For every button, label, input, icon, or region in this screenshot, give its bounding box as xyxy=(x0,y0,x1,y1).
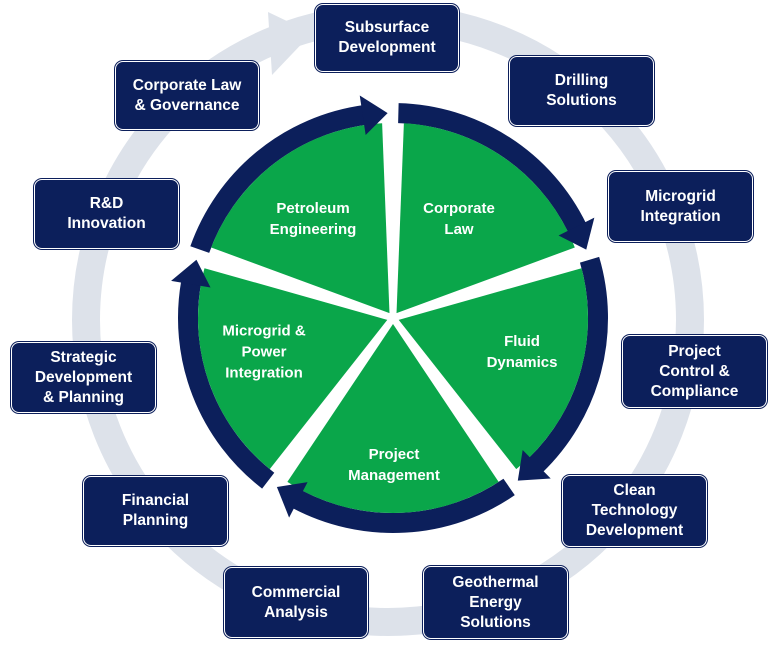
ring-arrowhead xyxy=(268,12,312,75)
box-financial-planning: Financial Planning xyxy=(83,476,228,546)
box-drilling-solutions: Drilling Solutions xyxy=(509,56,654,126)
core-label-corporate-law: Corporate Law xyxy=(423,200,495,238)
pie-slice-microgrid-power xyxy=(197,268,388,470)
core-label-project-management: Project Management xyxy=(348,446,440,484)
pie-slice-corporate-law xyxy=(396,123,575,314)
pie-slice-project-management xyxy=(287,324,499,513)
core-pie xyxy=(197,123,589,513)
rim-arrowhead-corporate-law xyxy=(558,217,595,250)
rim-arc-project-management xyxy=(292,478,515,533)
box-rd-innovation: R&D Innovation xyxy=(34,179,179,249)
core-label-fluid-dynamics: Fluid Dynamics xyxy=(486,333,558,371)
rim-arcs xyxy=(178,103,608,533)
rim-arc-petroleum-engineering xyxy=(190,105,366,253)
box-strategic-development-planning: Strategic Development & Planning xyxy=(11,342,156,413)
box-commercial-analysis: Commercial Analysis xyxy=(224,567,368,638)
box-corporate-law-governance: Corporate Law & Governance xyxy=(115,61,259,130)
rim-arrowhead-petroleum-engineering xyxy=(359,95,388,136)
rim-arc-corporate-law xyxy=(398,103,587,233)
pie-slice-petroleum-engineering xyxy=(211,123,390,314)
rim-arrowhead-microgrid-power xyxy=(171,259,211,288)
box-geothermal-energy-solutions: Geothermal Energy Solutions xyxy=(423,566,568,639)
rim-arrowhead-project-management xyxy=(276,482,308,518)
box-clean-technology-development: Clean Technology Development xyxy=(562,475,707,547)
rim-arrowhead-fluid-dynamics xyxy=(517,449,551,481)
rim-arrowheads xyxy=(171,95,595,518)
core-label-petroleum-engineering: Petroleum Engineering xyxy=(269,200,357,238)
box-subsurface-development: Subsurface Development xyxy=(315,4,459,72)
box-microgrid-integration: Microgrid Integration xyxy=(608,171,753,242)
rim-arc-fluid-dynamics xyxy=(528,256,608,473)
box-project-control-compliance: Project Control & Compliance xyxy=(622,335,767,408)
core-label-microgrid-power-integration: Microgrid & Power Integration xyxy=(222,322,306,382)
rim-arc-microgrid-power xyxy=(178,280,275,489)
pie-slice-fluid-dynamics xyxy=(398,268,589,470)
